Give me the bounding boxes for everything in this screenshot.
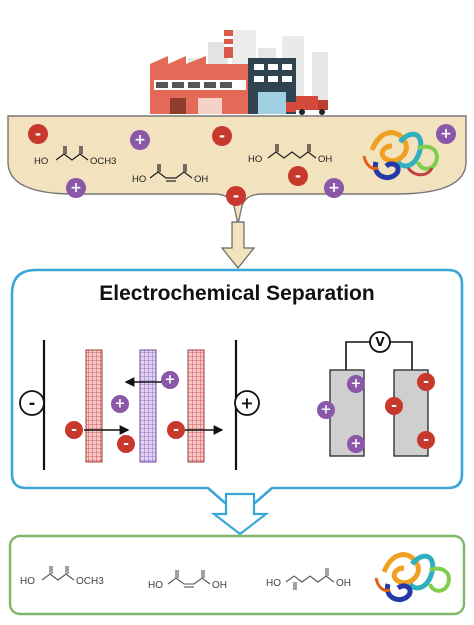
electrodialysis-cell	[42, 340, 238, 470]
ion-sign: -	[173, 422, 179, 438]
product-succinic-acid: HO OH	[266, 568, 351, 590]
chem-label-oh: OH	[212, 580, 227, 591]
monomethyl-succinate-molecule: HO OCH3	[34, 146, 116, 167]
ion-anion: -	[417, 373, 435, 391]
ion-sign: +	[351, 377, 362, 392]
product-monomethyl-succinate: HO OCH3	[20, 566, 104, 587]
cathode-sign: -	[19, 390, 45, 416]
ion-cation: +	[130, 130, 150, 150]
flow-arrow-down	[210, 492, 270, 536]
product-protein-icon	[374, 552, 451, 602]
factory-illustration	[150, 30, 328, 115]
ion-sign: -	[295, 167, 301, 185]
ion-sign: -	[35, 125, 41, 143]
ion-anion: -	[28, 124, 48, 144]
panel-title: Electrochemical Separation	[99, 282, 374, 305]
ion-cation: +	[66, 178, 86, 198]
cation-exchange-membrane	[85, 349, 103, 463]
anion-exchange-membrane	[139, 349, 157, 463]
flow-arrow-down	[220, 221, 256, 269]
broth-tank	[7, 115, 467, 225]
ion-sign: +	[440, 126, 452, 142]
ion-anion: -	[385, 397, 403, 415]
chem-label-ho: HO	[248, 154, 262, 165]
ion-anion: -	[417, 431, 435, 449]
chem-label-och3: OCH3	[90, 156, 116, 167]
voltmeter-icon: V	[369, 331, 391, 353]
ion-sign: +	[134, 132, 146, 148]
ion-sign: -	[71, 422, 77, 438]
ion-sign: -	[219, 127, 225, 145]
ion-sign: -	[391, 398, 397, 414]
ion-sign: +	[328, 180, 340, 196]
ion-anion: -	[65, 421, 83, 439]
ion-cation: +	[347, 435, 365, 453]
chem-label-oh: OH	[318, 154, 332, 165]
chem-label-oh: OH	[336, 578, 351, 589]
voltmeter-label: V	[375, 335, 385, 349]
ion-anion: -	[117, 435, 135, 453]
ion-anion: -	[288, 166, 308, 186]
ion-sign: +	[115, 397, 126, 412]
ion-cation: +	[111, 395, 129, 413]
chem-label-ho: HO	[34, 156, 48, 167]
anode-sign: +	[234, 390, 260, 416]
product-maleic-acid: HO OH	[148, 570, 227, 591]
ion-sign: +	[70, 180, 82, 196]
ion-cation: +	[161, 371, 179, 389]
ion-anion: -	[226, 186, 246, 206]
ion-sign: +	[165, 373, 176, 388]
ion-cation: +	[324, 178, 344, 198]
ion-sign: -	[233, 187, 239, 205]
ion-cation: +	[317, 401, 335, 419]
anode-sign-text: +	[240, 394, 253, 413]
chem-label-ho: HO	[266, 578, 281, 589]
protein-structure-icon	[362, 130, 439, 180]
chem-label-ho: HO	[132, 174, 146, 185]
ion-cation: +	[347, 375, 365, 393]
cathode-sign-text: -	[29, 394, 36, 413]
ion-cation: +	[436, 124, 456, 144]
ion-sign: +	[321, 403, 332, 418]
chem-label-och3: OCH3	[76, 576, 104, 587]
ion-sign: -	[423, 374, 429, 390]
maleic-acid-molecule: HO OH	[132, 164, 208, 185]
succinic-acid-molecule: HO OH	[248, 144, 332, 165]
ion-anion: -	[167, 421, 185, 439]
ion-sign: -	[423, 432, 429, 448]
products-box	[8, 534, 466, 616]
cation-exchange-membrane	[187, 349, 205, 463]
ion-sign: +	[351, 437, 362, 452]
chem-label-ho: HO	[148, 580, 163, 591]
ion-anion: -	[212, 126, 232, 146]
ion-sign: -	[123, 436, 129, 452]
chem-label-ho: HO	[20, 576, 35, 587]
chem-label-oh: OH	[194, 174, 208, 185]
